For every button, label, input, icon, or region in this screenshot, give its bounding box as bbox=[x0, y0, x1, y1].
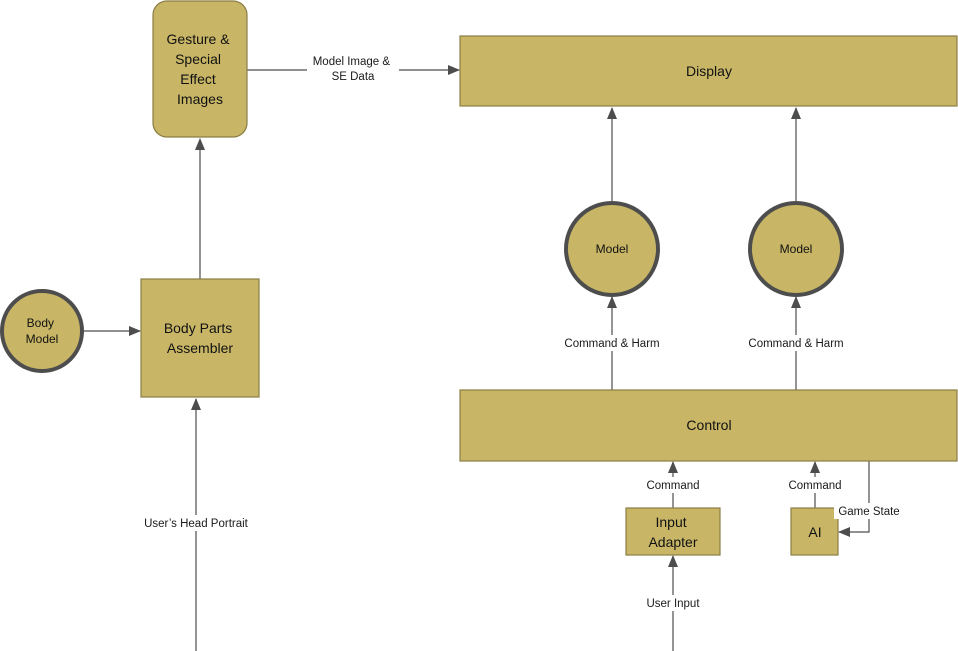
body-parts-assembler-box bbox=[140, 278, 260, 398]
model-circle-1 bbox=[564, 201, 660, 297]
edge-label-backgrounds bbox=[136, 53, 904, 611]
label-bg-head-portrait bbox=[136, 515, 254, 531]
command-harm-label-1: Command & Harm bbox=[564, 338, 659, 350]
body-model-label: Body Model bbox=[26, 316, 59, 346]
label-bg-cmd-harm-2 bbox=[741, 335, 851, 351]
label-bg-game-state bbox=[834, 503, 904, 519]
connectors bbox=[84, 65, 870, 651]
nodes bbox=[0, 0, 958, 556]
model-circle-2 bbox=[748, 201, 844, 297]
gesture-images-box bbox=[152, 0, 248, 138]
edge-labels: Model Image & SE Data User’s Head Portra… bbox=[144, 56, 900, 610]
input-adapter-box bbox=[625, 507, 721, 556]
model-1-label: Model bbox=[596, 242, 629, 256]
body-model-circle bbox=[0, 289, 84, 373]
model-2-label: Model bbox=[780, 242, 813, 256]
command-harm-label-2: Command & Harm bbox=[748, 338, 843, 350]
command-label-1: Command bbox=[646, 480, 699, 492]
display-box bbox=[459, 35, 958, 107]
gesture-images-label: Gesture & Special Effect Images bbox=[167, 31, 234, 107]
body-parts-assembler-label: Body Parts Assembler bbox=[164, 320, 236, 356]
head-portrait-label: User’s Head Portrait bbox=[144, 518, 249, 530]
display-label: Display bbox=[686, 63, 732, 79]
game-state-label: Game State bbox=[838, 506, 899, 518]
user-input-label: User Input bbox=[646, 598, 700, 610]
control-label: Control bbox=[686, 417, 731, 433]
model-image-label: Model Image & SE Data bbox=[313, 56, 394, 83]
label-bg-user-input bbox=[641, 595, 705, 611]
label-bg-model-image bbox=[307, 53, 399, 85]
command-label-2: Command bbox=[788, 480, 841, 492]
ai-box bbox=[790, 507, 839, 556]
ai-label: AI bbox=[808, 524, 821, 540]
label-bg-cmd-harm-1 bbox=[557, 335, 667, 351]
label-bg-command-2 bbox=[782, 477, 848, 493]
node-labels: Gesture & Special Effect Images Display … bbox=[26, 31, 822, 550]
input-adapter-label: Input Adapter bbox=[648, 514, 697, 550]
label-bg-command-1 bbox=[640, 477, 706, 493]
edge-game-state-to-ai bbox=[838, 461, 870, 537]
control-box bbox=[459, 389, 958, 462]
